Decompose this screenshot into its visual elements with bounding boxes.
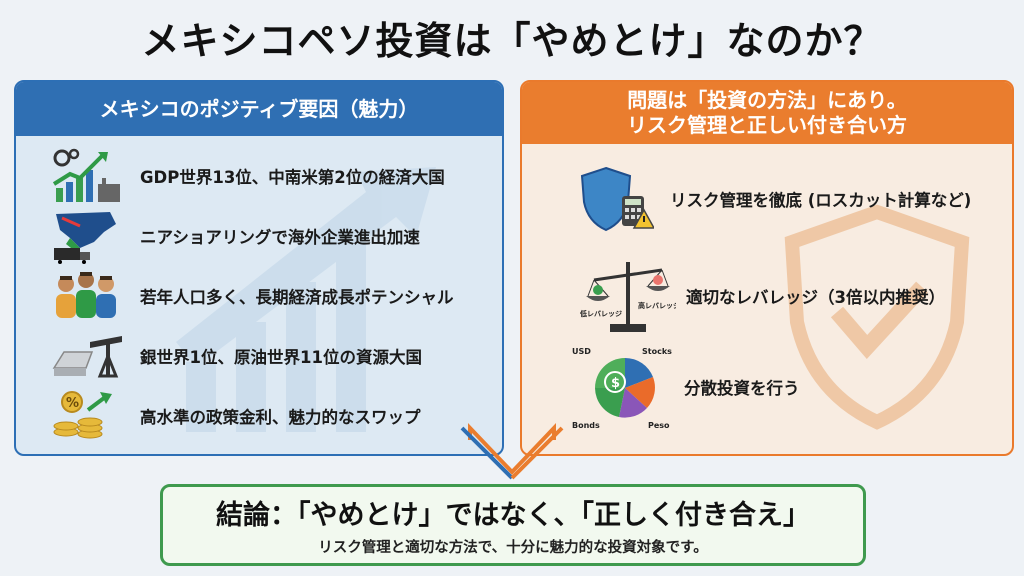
pie-label-usd: USD xyxy=(572,347,591,356)
svg-text:$: $ xyxy=(611,376,620,391)
balance-scale-icon: 低レバレッジ 高レバレッジ xyxy=(580,262,676,332)
background-shield-icon xyxy=(784,204,970,430)
conclusion-sub: リスク管理と適切な方法で、十分に魅力的な投資対象です。 xyxy=(318,540,708,556)
background-growth-arrow-icon xyxy=(176,167,436,432)
left-item-gdp-text: GDP世界13位、中南米第2位の経済大国 xyxy=(140,168,445,187)
pie-label-peso: Peso xyxy=(648,421,670,430)
svg-text:%: % xyxy=(66,396,79,411)
left-item-gdp: GDP世界13位、中南米第2位の経済大国 xyxy=(50,148,445,204)
shield-calculator-icon xyxy=(580,166,654,232)
right-item-risk-text: リスク管理を徹底 (ロスカット計算など) xyxy=(670,191,972,210)
high-leverage-label: 高レバレッジ xyxy=(638,301,676,310)
interest-coins-icon: % xyxy=(53,391,112,439)
silver-oil-icon xyxy=(52,336,122,378)
conclusion-main: 結論：「やめとけ」ではなく、「正しく付き合え」 xyxy=(216,500,810,531)
right-item-leverage: 低レバレッジ 高レバレッジ 適切なレバレッジ（3倍以内推奨） xyxy=(580,256,945,336)
left-item-interest-text: 高水準の政策金利、魅力的なスワップ xyxy=(140,408,421,427)
growth-chart-icon xyxy=(52,148,120,202)
left-item-resources: 銀世界1位、原油世界11位の資源大国 xyxy=(50,328,422,384)
risk-heading-line1: 問題は「投資の方法」にあり。 xyxy=(627,88,907,112)
positive-factors-heading: メキシコのポジティブ要因（魅力） xyxy=(16,82,502,136)
pie-label-stocks: Stocks xyxy=(642,347,672,356)
right-item-diversify-text: 分散投資を行う xyxy=(684,379,800,398)
pie-chart-icon: $ USD Stocks Bonds Peso xyxy=(572,347,672,430)
left-item-nearshoring-text: ニアショアリングで海外企業進出加速 xyxy=(140,228,420,247)
page-title: メキシコペソ投資は「やめとけ」なのか？ xyxy=(141,19,883,63)
risk-management-heading: 問題は「投資の方法」にあり。 リスク管理と正しい付き合い方 xyxy=(522,82,1012,144)
left-item-population: 若年人口多く、長期経済成長ポテンシャル xyxy=(50,268,454,324)
right-item-diversify: $ USD Stocks Bonds Peso 分散投資を行う xyxy=(570,344,800,430)
left-item-population-text: 若年人口多く、長期経済成長ポテンシャル xyxy=(140,288,454,307)
right-item-risk: リスク管理を徹底 (ロスカット計算など) xyxy=(580,166,971,232)
low-leverage-label: 低レバレッジ xyxy=(580,309,622,318)
pie-label-bonds: Bonds xyxy=(572,421,600,430)
risk-heading-line2: リスク管理と正しい付き合い方 xyxy=(627,113,907,137)
nearshoring-map-icon xyxy=(54,212,116,264)
left-item-resources-text: 銀世界1位、原油世界11位の資源大国 xyxy=(140,348,422,367)
risk-management-panel: 問題は「投資の方法」にあり。 リスク管理と正しい付き合い方 リスク管理を徹底 (… xyxy=(520,80,1014,456)
conclusion-box: 結論：「やめとけ」ではなく、「正しく付き合え」 リスク管理と適切な方法で、十分に… xyxy=(160,484,866,566)
young-people-icon xyxy=(56,272,116,318)
right-item-leverage-text: 適切なレバレッジ（3倍以内推奨） xyxy=(686,288,945,307)
left-item-nearshoring: ニアショアリングで海外企業進出加速 xyxy=(50,208,420,264)
left-item-interest: % 高水準の政策金利、魅力的なスワップ xyxy=(50,388,421,444)
positive-factors-panel: メキシコのポジティブ要因（魅力） GDP世界13位、中南米第2位の経済大国 xyxy=(14,80,504,456)
